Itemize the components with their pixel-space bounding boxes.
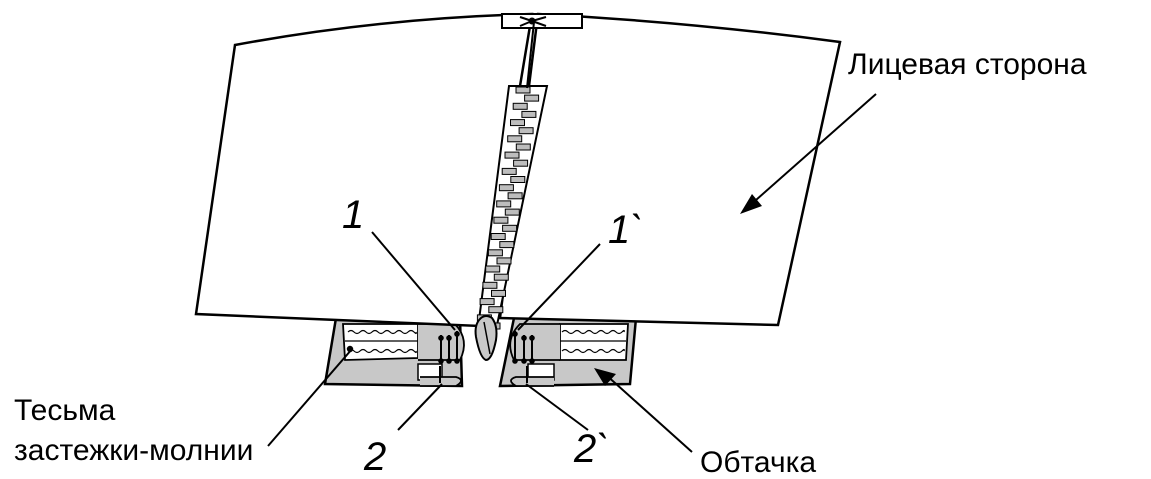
zipper-tooth [490, 233, 506, 240]
zipper-tooth [521, 110, 537, 118]
zipper-tooth [513, 159, 529, 167]
marker-1: 1 [342, 193, 364, 237]
zipper-tooth [515, 143, 531, 151]
zipper-tooth [485, 265, 501, 273]
zipper-tooth [487, 249, 503, 257]
fabric-right-panel [498, 12, 842, 327]
zipper-tape-stitch-lines [345, 329, 626, 354]
zipper-tooth [504, 208, 520, 216]
marker-2-prime: 2` [573, 427, 610, 471]
zipper-tooth [491, 289, 506, 297]
marker-1-prime: 1` [608, 208, 644, 252]
marker-2: 2 [363, 435, 386, 479]
zipper-tooth [507, 192, 523, 200]
zipper-tooth [496, 257, 512, 265]
zipper-slider [474, 315, 498, 362]
zipper-tooth [507, 135, 523, 143]
zipper-tooth [512, 102, 528, 110]
zipper-tooth [488, 306, 504, 314]
zipper-tooth [502, 224, 518, 232]
fabric-left-panel [194, 12, 534, 328]
face-side-label: Лицевая сторона [848, 48, 1087, 81]
zipper-top-tab [501, 13, 583, 89]
zipper-tooth [510, 119, 525, 127]
zipper-tooth [479, 298, 495, 306]
zipper-tooth [499, 241, 515, 249]
zipper-tooth [518, 127, 534, 135]
arrowheads [594, 194, 762, 386]
zipper-tooth [510, 176, 526, 183]
zipper-tooth [501, 167, 517, 175]
zipper-tooth [515, 86, 531, 94]
zipper-tape-label-line2: застежки-молнии [14, 434, 253, 467]
zipper-tooth [493, 273, 509, 281]
zipper-tooth [524, 94, 540, 102]
zipper-tooth [504, 151, 520, 159]
zipper-tooth [493, 216, 509, 224]
zipper-tooth [498, 184, 514, 192]
leader-lines [267, 93, 877, 453]
zipper-tooth [496, 200, 512, 208]
zipper-tooth [482, 281, 498, 289]
facing-label: Обтачка [700, 446, 816, 479]
zipper-tape-label-line1: Тесьма [14, 394, 116, 427]
stitch-dots [346, 331, 535, 364]
